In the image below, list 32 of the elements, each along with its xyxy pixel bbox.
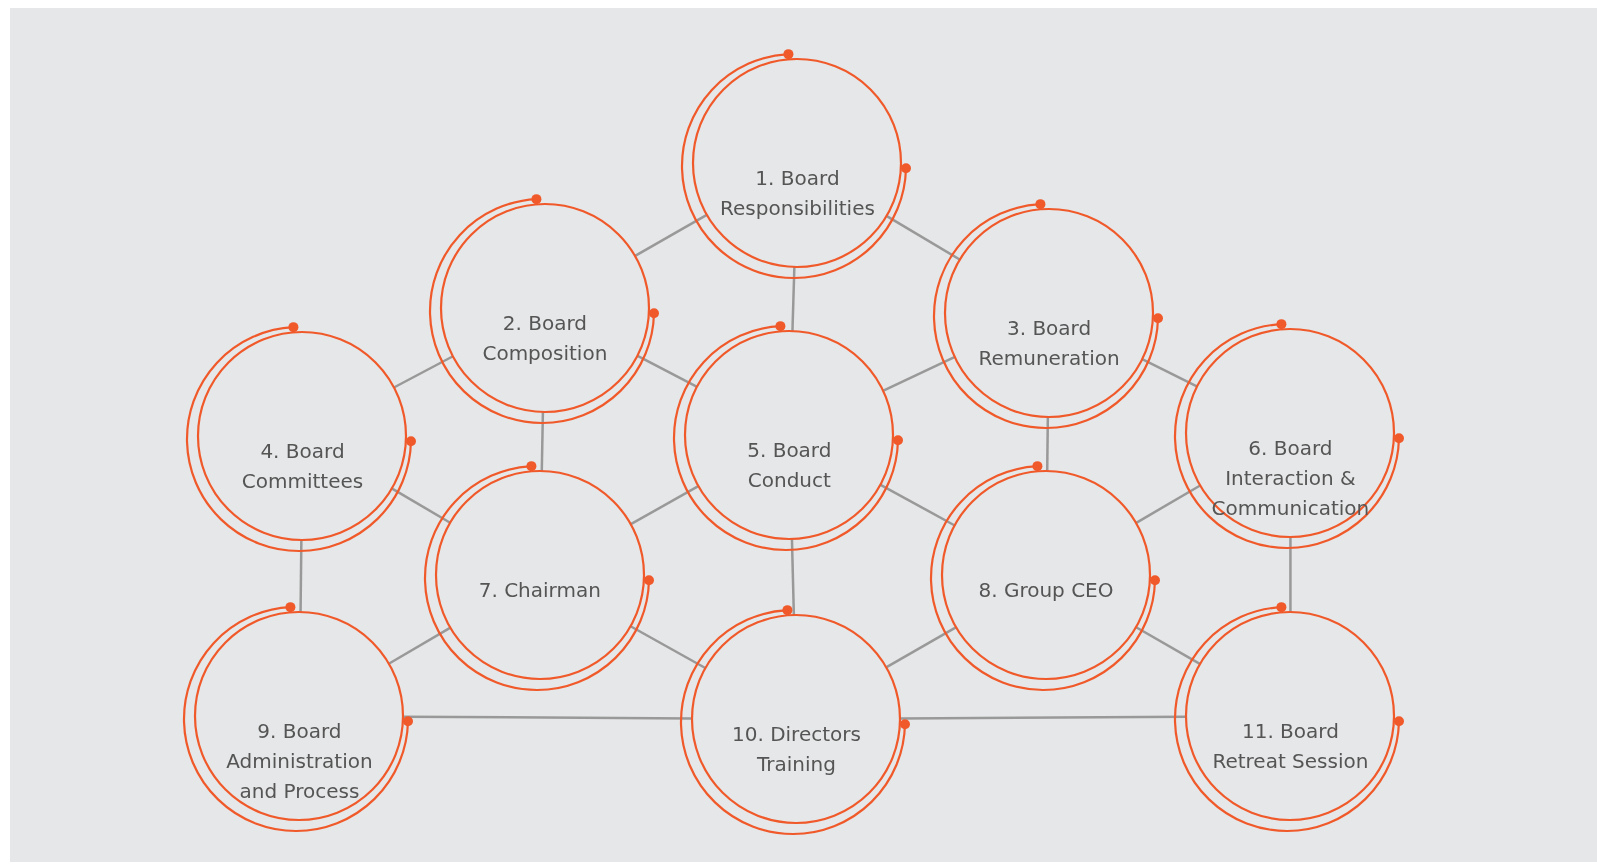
circle-label: 11. Board Retreat Session [1211, 718, 1370, 775]
circle-label: 3. Board Remuneration [977, 314, 1121, 372]
connector-line [791, 266, 796, 331]
connector-line [299, 539, 303, 613]
connector-line [629, 625, 707, 670]
circle-label: 4. Board Committees [240, 437, 365, 495]
circle-label: 9. Board Administration and Process [225, 718, 374, 805]
connector-line [388, 626, 451, 665]
circle-label: 1. Board Responsibilities [719, 164, 876, 222]
connector-line [403, 715, 693, 720]
circle-label: 7. Chairman [477, 577, 602, 605]
circle-label: 8. Group CEO [977, 577, 1115, 605]
connector-line [636, 354, 698, 388]
connector-line [540, 411, 545, 472]
connector-line [885, 626, 957, 669]
connector-line [634, 213, 708, 257]
connector-line [882, 355, 956, 392]
circle-label: 2. Board Composition [481, 309, 609, 367]
connector-line [391, 487, 451, 524]
connector-line [393, 355, 454, 389]
connector-line [1045, 416, 1050, 472]
connector-line [1135, 484, 1202, 525]
connector-line [629, 484, 700, 526]
connector-line [790, 538, 796, 616]
circle-label: 5. Board Conduct [746, 436, 833, 494]
connector-line [900, 715, 1187, 720]
connector-line [886, 215, 961, 261]
connector-line [1135, 626, 1201, 666]
circle-label: 10. Directors Training [731, 721, 862, 779]
connector-line [1141, 357, 1198, 388]
connector-line [879, 483, 956, 527]
connector-line [1289, 536, 1292, 612]
